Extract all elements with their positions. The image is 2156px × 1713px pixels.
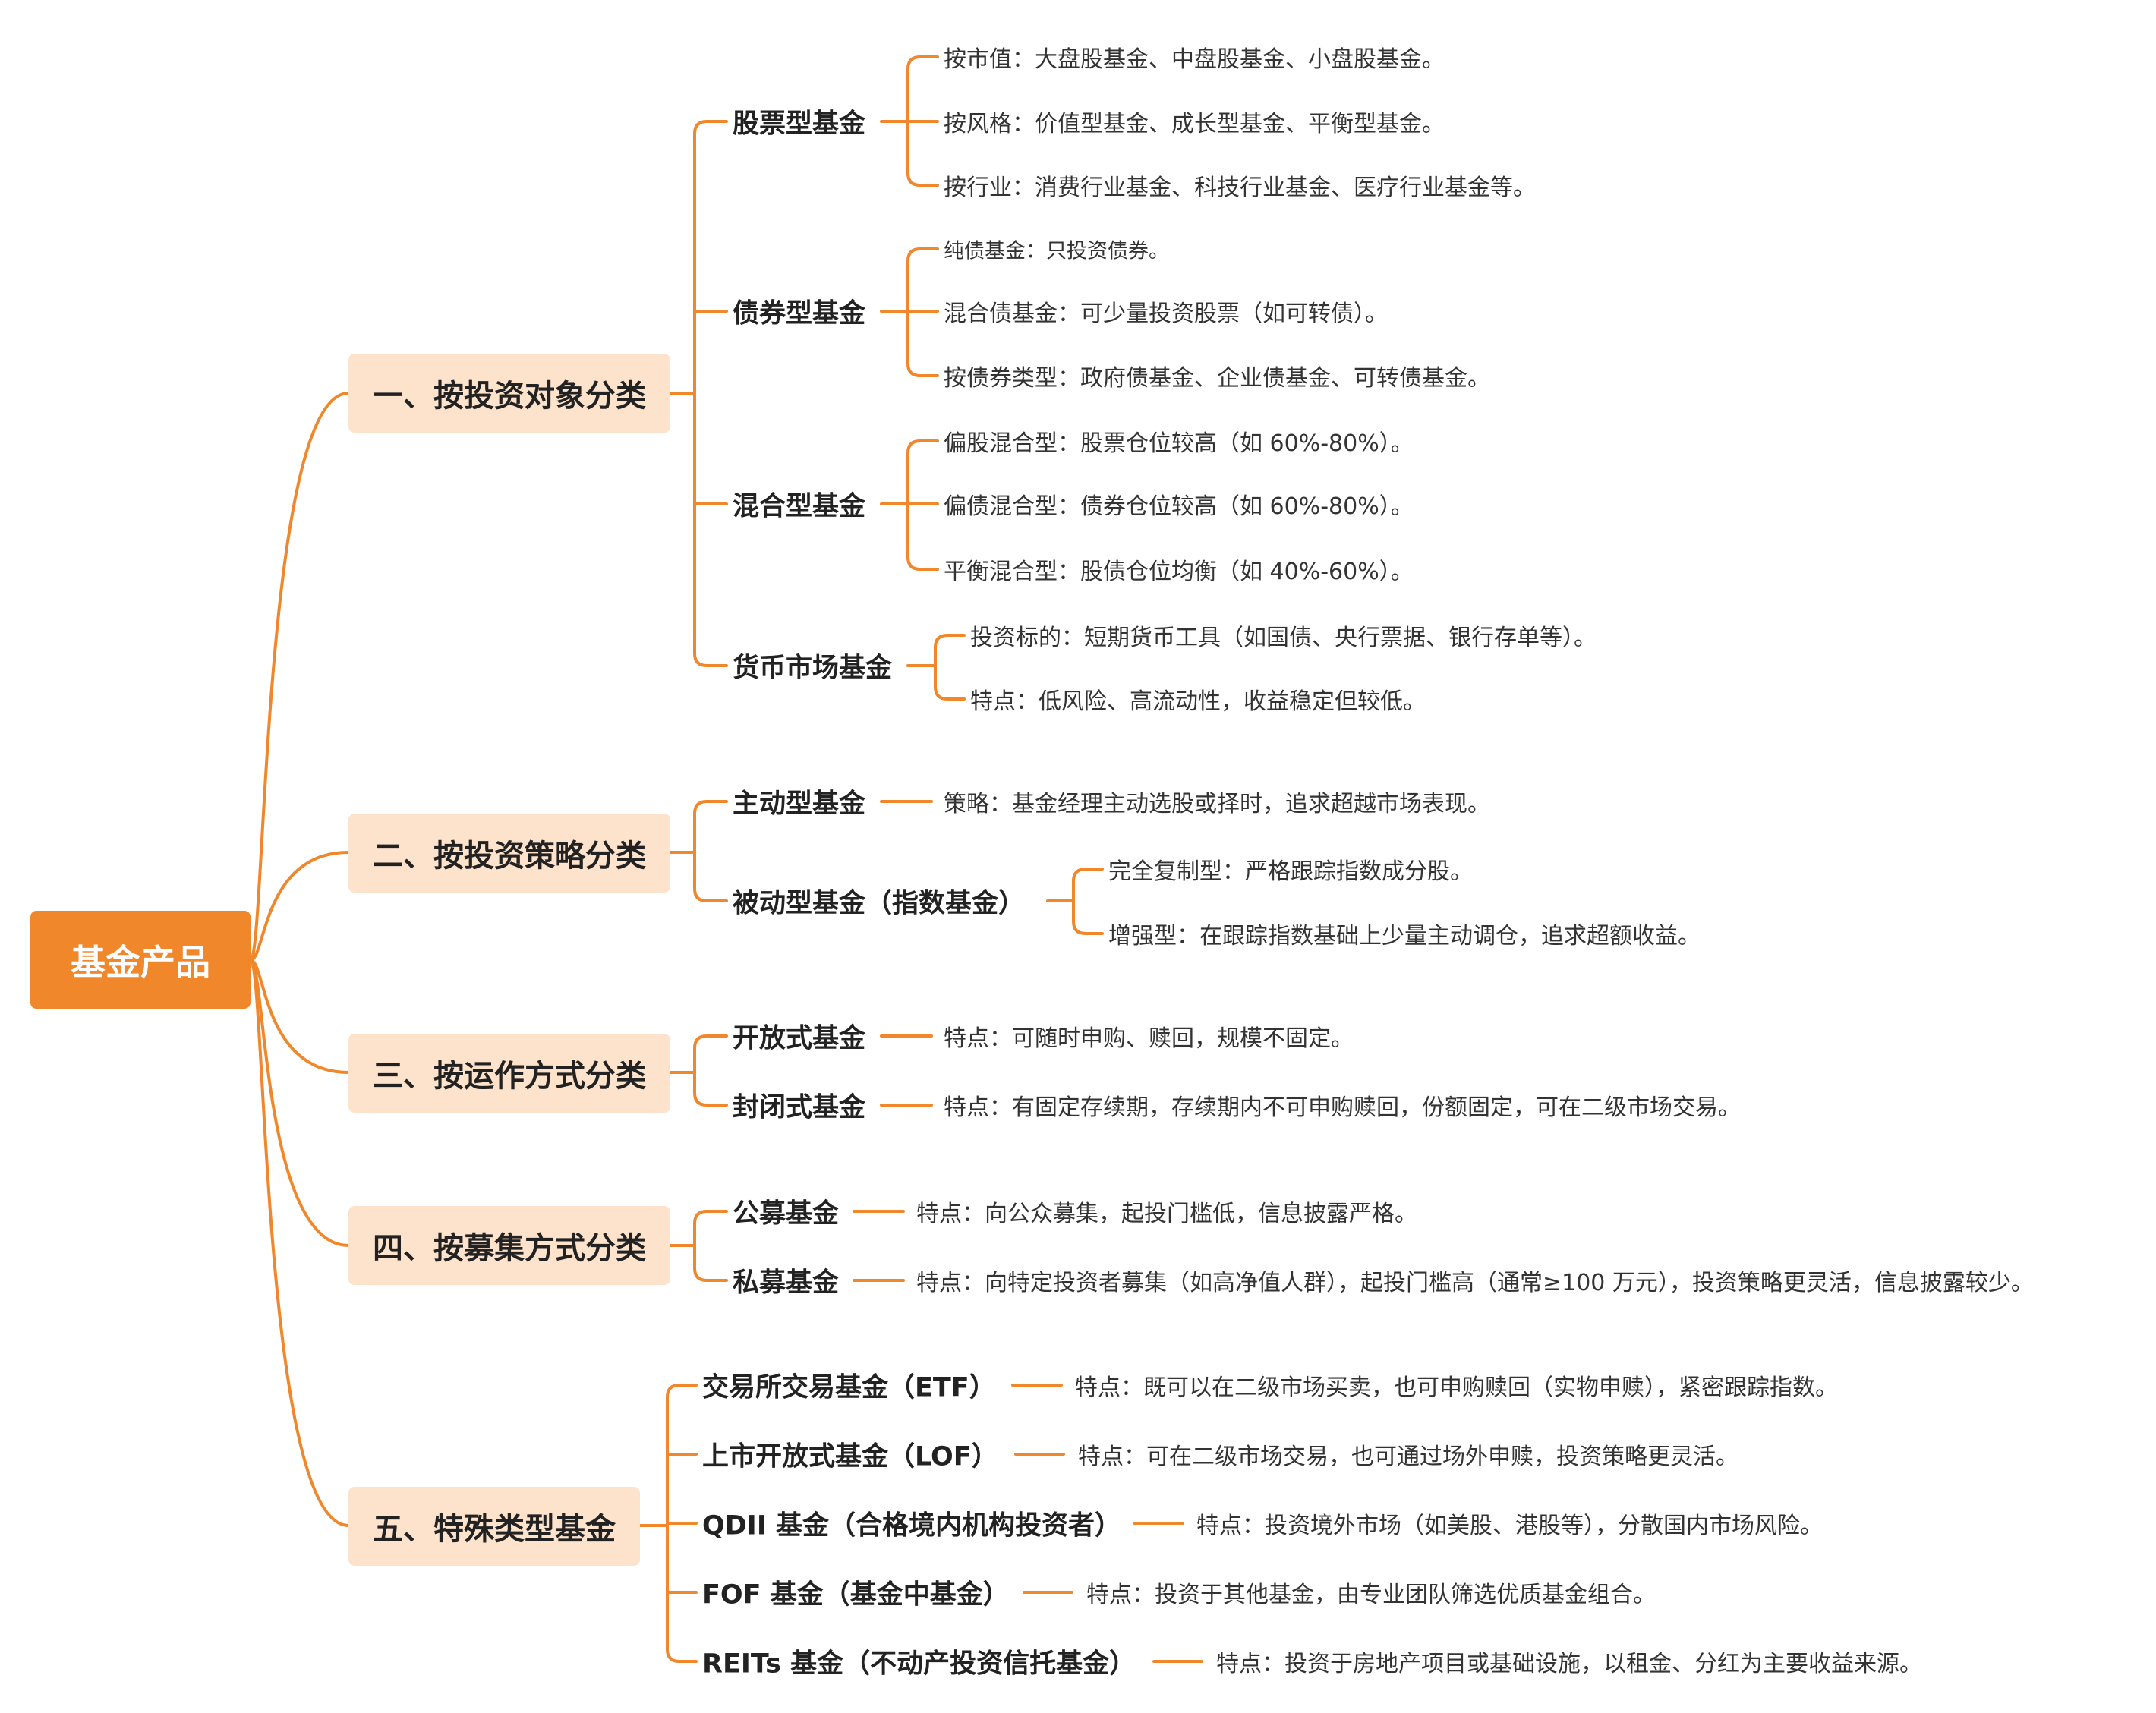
detail-node[interactable]: 策略：基金经理主动选股或择时，追求超越市场表现。 [944, 791, 1490, 817]
detail-node[interactable]: 特点：低风险、高流动性，收益稳定但较低。 [970, 688, 1426, 715]
detail-node[interactable]: 特点：有固定存续期，存续期内不可申购赎回，份额固定，可在二级市场交易。 [944, 1094, 1741, 1121]
category-node[interactable]: 上市开放式基金（LOF） [702, 1441, 998, 1472]
branch-connector [693, 120, 728, 667]
detail-node[interactable]: 投资标的：短期货币工具（如国债、央行票据、银行存单等）。 [970, 625, 1597, 651]
detail-node[interactable]: 偏股混合型：股票仓位较高（如 60%-80%）。 [944, 430, 1414, 457]
root-branch-connector [249, 851, 350, 962]
branch-connector [693, 1210, 728, 1282]
root-branch-connector [249, 392, 350, 962]
detail-node[interactable]: 特点：既可以在二级市场买卖，也可申购赎回（实物申赎），紧密跟踪指数。 [1075, 1374, 1838, 1401]
branch-node[interactable]: 一、按投资对象分类 [348, 354, 670, 433]
detail-node[interactable]: 按市值：大盘股基金、中盘股基金、小盘股基金。 [944, 46, 1445, 73]
detail-node[interactable]: 混合债基金：可少量投资股票（如可转债）。 [944, 301, 1388, 327]
branch-node[interactable]: 四、按募集方式分类 [348, 1206, 670, 1285]
root-branch-connector [249, 959, 350, 1247]
category-node[interactable]: 公募基金 [733, 1198, 840, 1230]
branch-node[interactable]: 五、特殊类型基金 [348, 1487, 640, 1566]
detail-node[interactable]: 特点：投资于房地产项目或基础设施，以租金、分红为主要收益来源。 [1216, 1651, 1922, 1677]
detail-node[interactable]: 增强型：在跟踪指数基础上少量主动调仓，追求超额收益。 [1108, 923, 1701, 949]
branch-node[interactable]: 二、按投资策略分类 [348, 814, 670, 893]
detail-node[interactable]: 特点：向特定投资者募集（如高净值人群），起投门槛高（通常≥100 万元），投资策… [916, 1270, 2034, 1296]
category-node[interactable]: 封闭式基金 [733, 1092, 866, 1123]
detail-node[interactable]: 按行业：消费行业基金、科技行业基金、医疗行业基金等。 [944, 175, 1536, 201]
detail-node[interactable]: 平衡混合型：股债仓位均衡（如 40%-60%）。 [944, 559, 1414, 585]
detail-node[interactable]: 按风格：价值型基金、成长型基金、平衡型基金。 [944, 111, 1445, 137]
root-branch-connector [249, 959, 350, 1527]
category-node[interactable]: 股票型基金 [733, 109, 866, 140]
root-node[interactable]: 基金产品 [30, 911, 251, 1009]
branch-connector [693, 1034, 728, 1107]
category-node[interactable]: 被动型基金（指数基金） [733, 888, 1026, 919]
category-node[interactable]: 私募基金 [733, 1267, 840, 1299]
detail-node[interactable]: 纯债基金：只投资债券。 [944, 239, 1169, 263]
category-connector [1072, 868, 1104, 935]
detail-node[interactable]: 特点：投资于其他基金，由专业团队筛选优质基金组合。 [1086, 1582, 1656, 1608]
category-node[interactable]: FOF 基金（基金中基金） [702, 1579, 1010, 1611]
category-node[interactable]: 开放式基金 [733, 1023, 866, 1054]
category-node[interactable]: 主动型基金 [733, 789, 866, 820]
category-node[interactable]: 混合型基金 [733, 491, 866, 522]
category-node[interactable]: REITs 基金（不动产投资信托基金） [702, 1648, 1136, 1680]
detail-node[interactable]: 特点：可在二级市场交易，也可通过场外申赎，投资策略更灵活。 [1078, 1444, 1738, 1470]
category-node[interactable]: 交易所交易基金（ETF） [702, 1372, 996, 1403]
category-node[interactable]: 货币市场基金 [733, 653, 893, 684]
detail-node[interactable]: 特点：投资境外市场（如美股、港股等），分散国内市场风险。 [1196, 1513, 1823, 1539]
detail-node[interactable]: 特点：向公众募集，起投门槛低，信息披露严格。 [916, 1201, 1417, 1227]
category-node[interactable]: 债券型基金 [733, 298, 866, 329]
detail-node[interactable]: 完全复制型：严格跟踪指数成分股。 [1108, 858, 1473, 885]
detail-node[interactable]: 按债券类型：政府债基金、企业债基金、可转债基金。 [944, 365, 1490, 392]
detail-node[interactable]: 偏债混合型：债券仓位较高（如 60%-80%）。 [944, 493, 1414, 520]
category-node[interactable]: QDII 基金（合格境内机构投资者） [702, 1510, 1122, 1541]
root-branch-connector [249, 959, 350, 1074]
branch-node[interactable]: 三、按运作方式分类 [348, 1034, 670, 1113]
detail-node[interactable]: 特点：可随时申购、赎回，规模不固定。 [944, 1025, 1354, 1052]
category-connector [934, 634, 966, 701]
branch-connector [693, 800, 728, 902]
